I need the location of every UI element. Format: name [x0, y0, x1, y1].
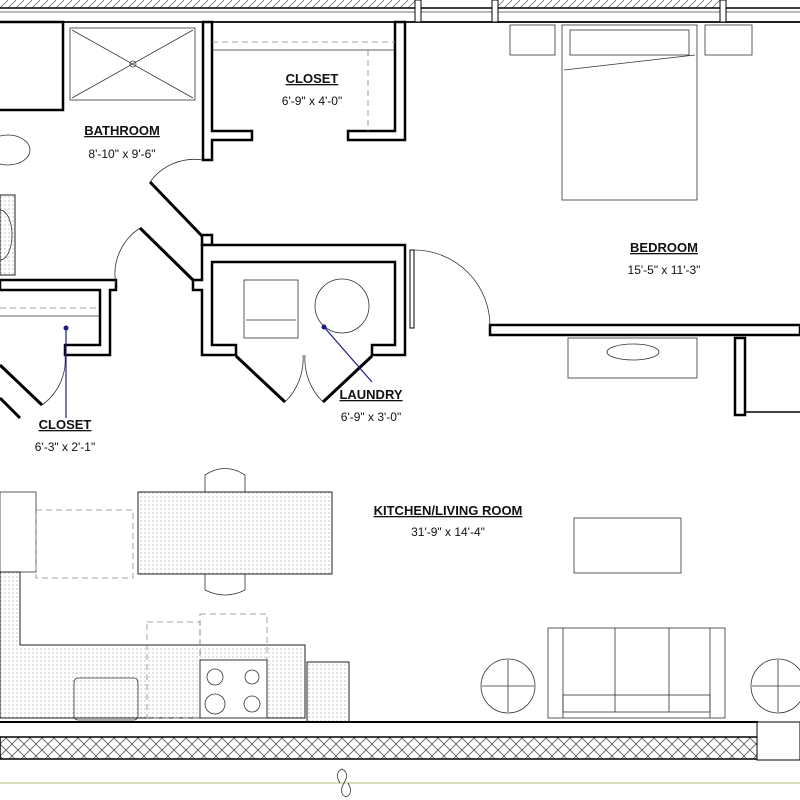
doors [0, 158, 491, 420]
room-dimensions-laundry: 6'-9" x 3'-0" [341, 410, 401, 424]
room-dimensions-kitchen-living: 31'-9" x 14'-4" [411, 525, 485, 539]
side-table [750, 658, 800, 714]
chair [204, 468, 246, 492]
room-label-closet-left: CLOSET [39, 417, 92, 432]
fridge-door [0, 491, 37, 573]
laundry-appliances [243, 278, 370, 339]
nightstand [704, 24, 753, 56]
dresser [567, 337, 698, 379]
room-dimensions-closet: 6'-9" x 4'-0" [282, 94, 342, 108]
bathroom-fixtures [0, 20, 196, 276]
room-dimensions-bedroom: 15'-5" x 11'-3" [628, 263, 701, 277]
shower [69, 27, 196, 101]
room-label-kitchen-living: KITCHEN/LIVING ROOM [374, 503, 523, 518]
toilet [0, 134, 31, 166]
dryer [243, 279, 299, 339]
top-exterior-wall [0, 0, 800, 23]
kitchen-living-furniture [0, 468, 800, 723]
bottom-exterior-wall [0, 721, 800, 798]
room-dimensions-closet-left: 6'-3" x 2'-1" [35, 440, 95, 454]
range [199, 659, 268, 719]
side-table [480, 658, 536, 714]
room-label-bedroom: BEDROOM [630, 240, 698, 255]
bathtub [0, 20, 65, 112]
refrigerator [306, 661, 350, 723]
room-label-laundry: LAUNDRY [339, 387, 402, 402]
dining-table [137, 491, 333, 575]
sofa [547, 627, 726, 719]
nightstand [509, 24, 556, 56]
bed [561, 24, 698, 201]
washer [314, 278, 370, 334]
coffee-table [573, 517, 682, 574]
closet-shelves [0, 41, 395, 317]
room-label-closet: CLOSET [286, 71, 339, 86]
room-label-bathroom: BATHROOM [84, 123, 160, 138]
sink [73, 677, 139, 721]
chair [204, 574, 246, 596]
label-leaders [63, 324, 373, 418]
bedroom-furniture [509, 24, 753, 379]
interior-walls [0, 20, 800, 417]
vanity [0, 194, 16, 276]
room-dimensions-bathroom: 8'-10" x 9'-6" [88, 147, 155, 161]
